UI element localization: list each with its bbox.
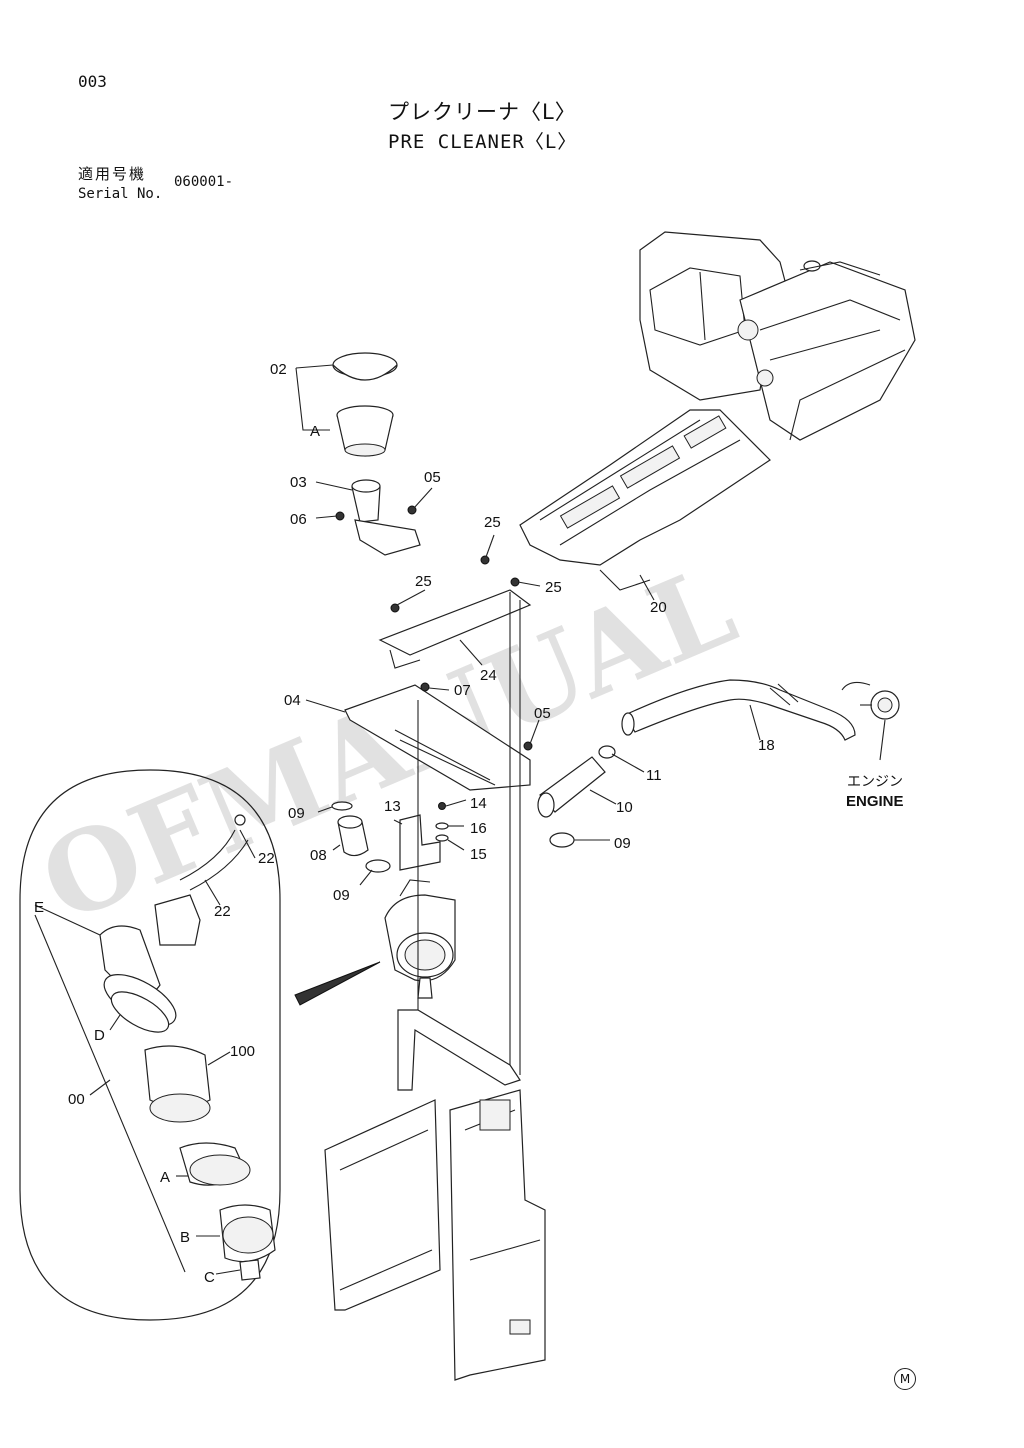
serial-label: Serial No.	[78, 186, 163, 202]
label-part-05-mid: 05	[534, 705, 551, 722]
label-part-13: 13	[384, 798, 401, 815]
bracket	[399, 802, 449, 871]
label-part-24: 24	[480, 667, 497, 684]
label-part-25-top: 25	[484, 514, 501, 531]
label-part-06: 06	[290, 511, 307, 528]
pre-cleaner-cap	[332, 352, 398, 457]
plate	[378, 555, 532, 669]
label-part-e: E	[34, 899, 44, 916]
label-part-18: 18	[758, 737, 775, 754]
label-part-07: 07	[454, 682, 471, 699]
detail-view	[19, 769, 381, 1321]
engine-label: ENGINE	[846, 793, 904, 810]
leader-lines	[89, 364, 886, 1275]
label-part-20: 20	[650, 599, 667, 616]
engine-cover	[519, 409, 771, 591]
page-title: PRE CLEANER〈L〉	[388, 131, 578, 153]
label-part-04: 04	[284, 692, 301, 709]
label-part-d: D	[94, 1027, 105, 1044]
label-part-14: 14	[470, 795, 487, 812]
label-part-b: B	[180, 1229, 190, 1246]
elbow-pipe	[335, 479, 421, 556]
serial-number-value: 060001-	[174, 174, 234, 190]
label-part-22-lower: 22	[214, 903, 231, 920]
label-part-09-right: 09	[614, 835, 631, 852]
label-part-25-right: 25	[545, 579, 562, 596]
label-part-15: 15	[470, 846, 487, 863]
label-part-09-lower: 09	[333, 887, 350, 904]
serial-label-japanese: 適用号機	[78, 165, 147, 183]
label-part-11: 11	[646, 767, 662, 784]
label-part-25-left: 25	[415, 573, 432, 590]
connector-tube	[337, 815, 369, 857]
label-part-03: 03	[290, 474, 307, 491]
label-part-16: 16	[470, 820, 487, 837]
part-labels: 02 A 03 06 05 25 25 25 20 24 04 07 05 18…	[34, 361, 904, 1286]
label-part-08: 08	[310, 847, 327, 864]
page-number: 003	[78, 72, 107, 91]
label-part-05-top: 05	[424, 469, 441, 486]
label-part-22-top: 22	[258, 850, 275, 867]
air-cleaner-assembly	[384, 879, 456, 999]
intake-hose	[331, 745, 616, 873]
label-part-09-left: 09	[288, 805, 305, 822]
watermark: OFMANUAL	[24, 541, 753, 948]
label-part-a-top: A	[310, 423, 320, 440]
mount-plate	[344, 682, 533, 791]
hose	[621, 679, 900, 741]
page-title-japanese: プレクリーナ〈L〉	[388, 100, 577, 124]
label-part-00: 00	[68, 1091, 85, 1108]
footer-mark: M	[894, 1368, 916, 1390]
label-part-10: 10	[616, 799, 633, 816]
excavator-overview	[639, 231, 916, 441]
label-part-c: C	[204, 1269, 215, 1286]
frame-structure	[324, 592, 546, 1381]
label-part-a-detail: A	[160, 1169, 170, 1186]
engine-label-japanese: エンジン	[847, 774, 903, 790]
label-part-02: 02	[270, 361, 287, 378]
label-part-100: 100	[230, 1043, 255, 1060]
